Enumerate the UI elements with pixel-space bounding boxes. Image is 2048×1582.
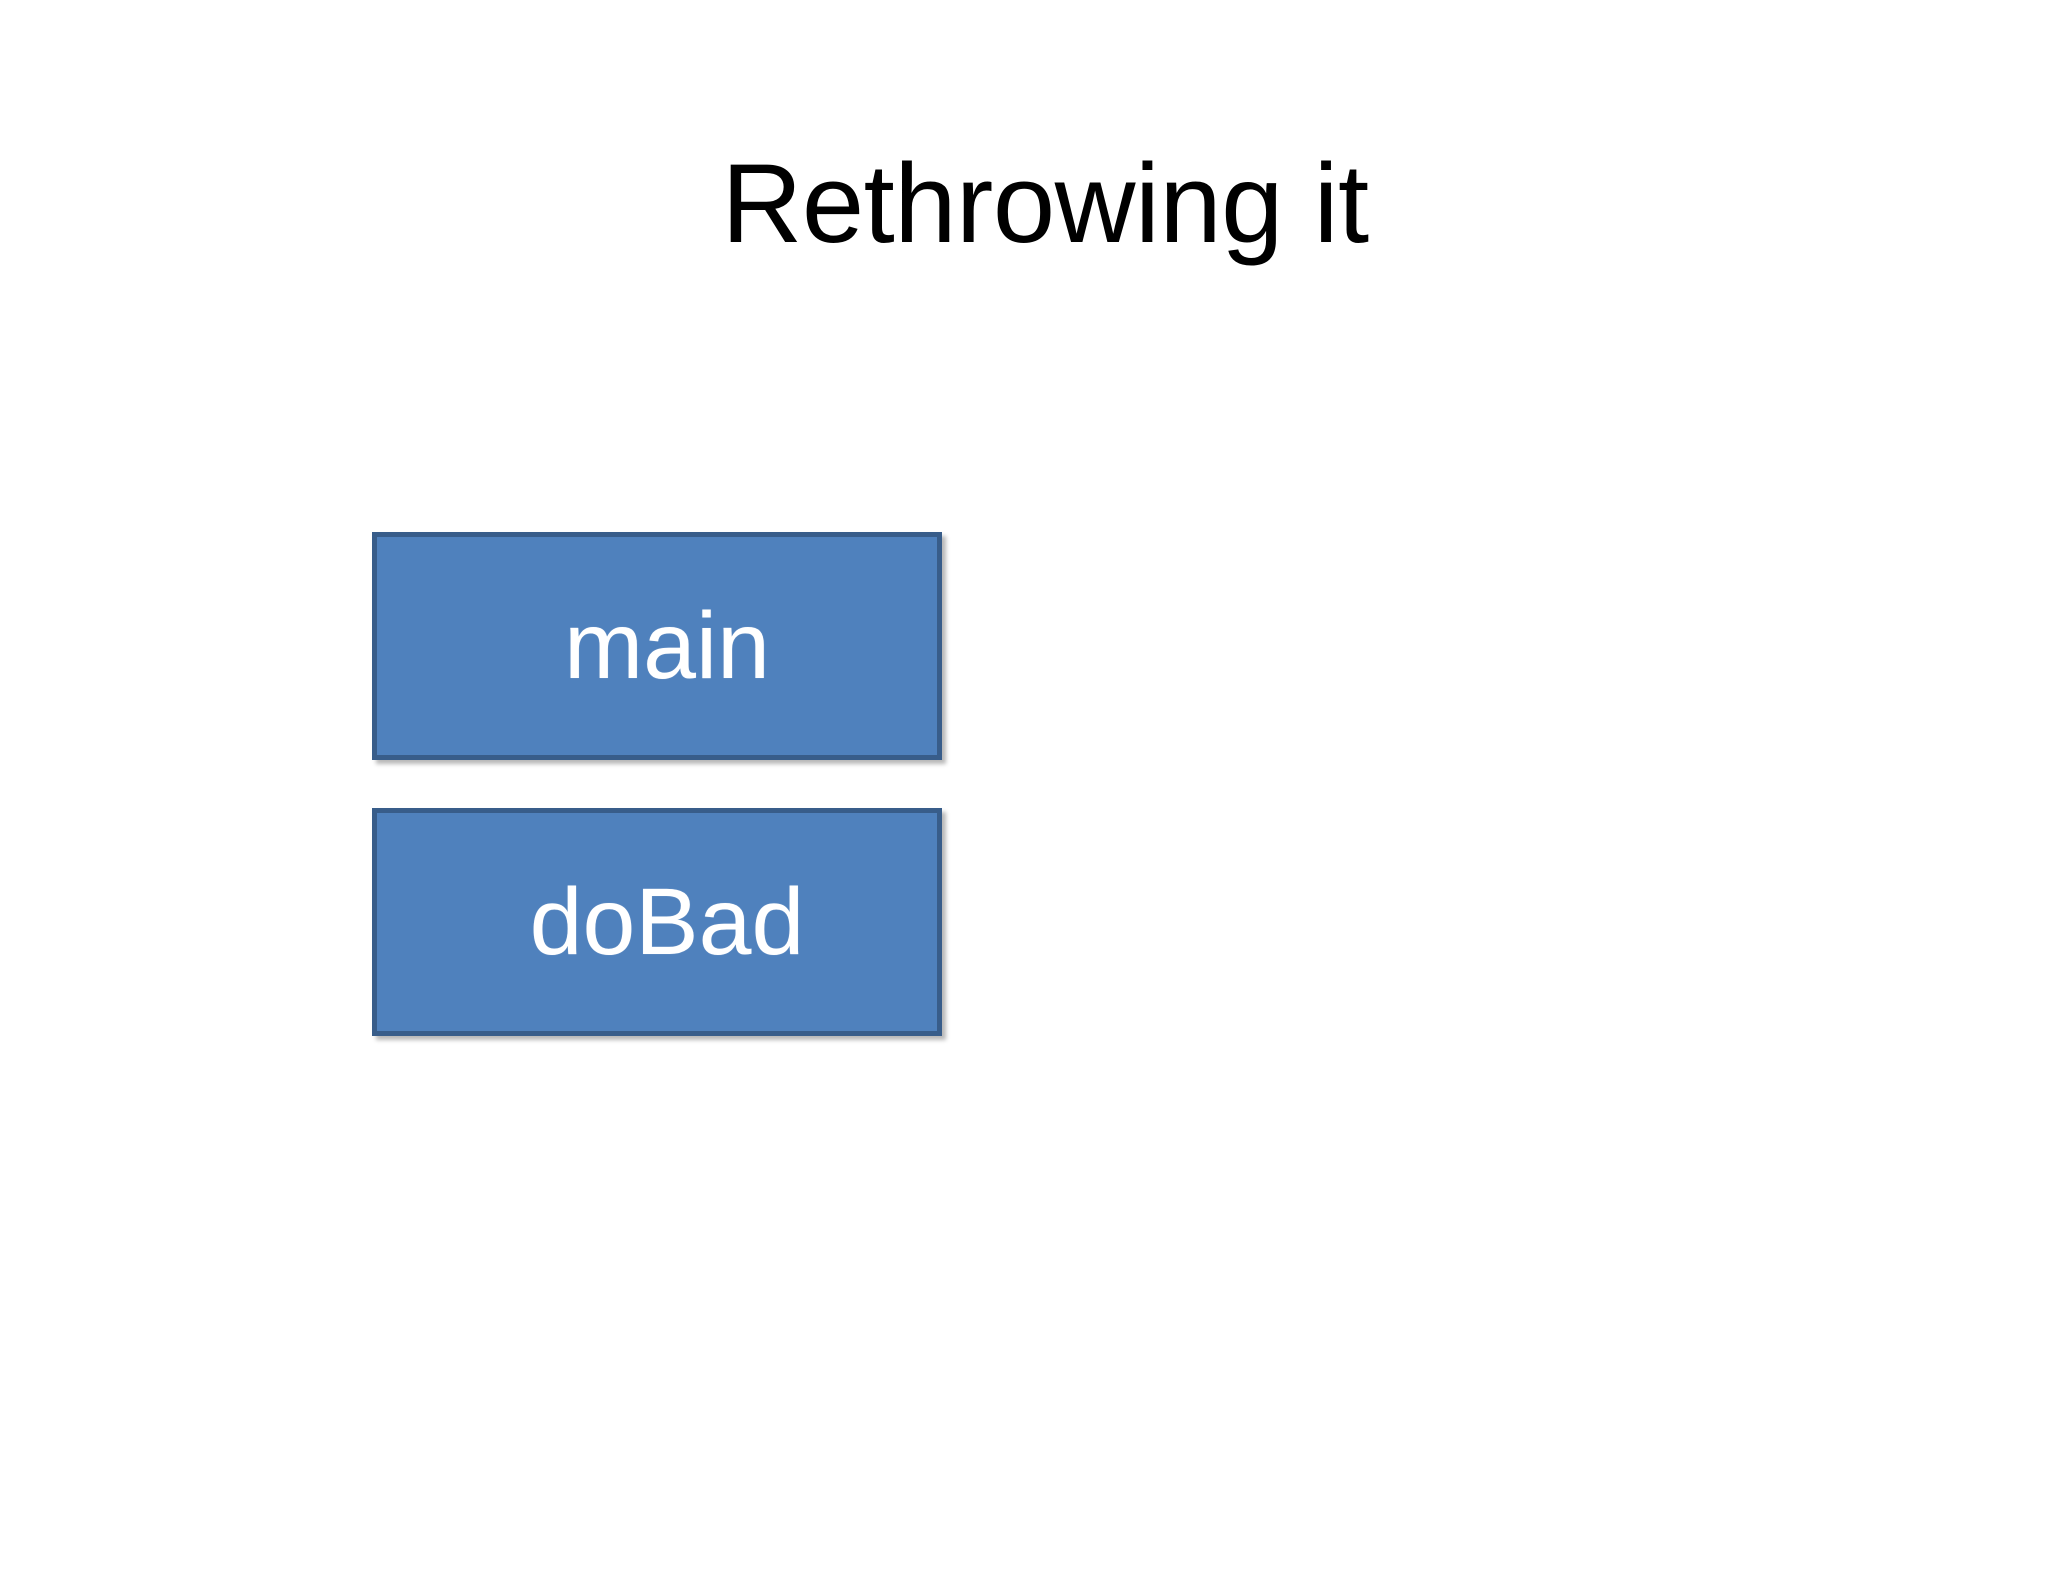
stack-frame-dobad[interactable]: doBad xyxy=(372,808,942,1036)
page-title: Rethrowing it xyxy=(721,141,1369,266)
stack-frame-main[interactable]: main xyxy=(372,532,942,760)
stack-frame-label: main xyxy=(564,592,770,699)
stack-frame-label: doBad xyxy=(529,868,805,975)
